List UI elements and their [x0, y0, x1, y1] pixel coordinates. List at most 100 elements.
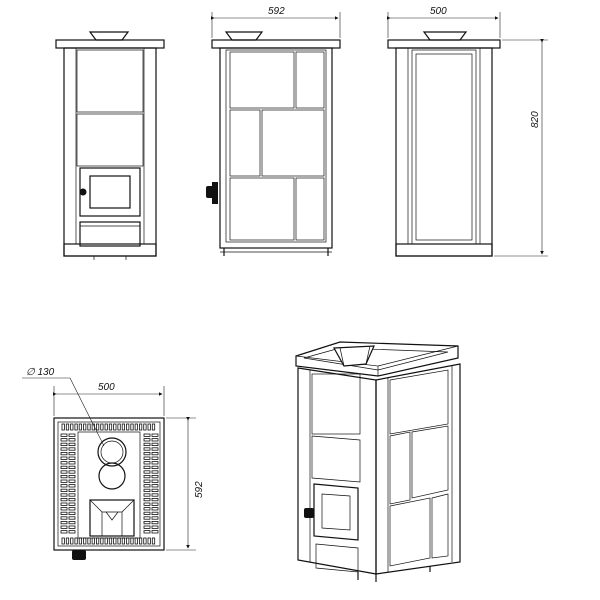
vent-slot	[91, 537, 95, 545]
vent-slot	[68, 433, 76, 437]
vent-slot	[60, 479, 68, 483]
dimension-label-500-plan: 500	[98, 382, 115, 393]
vent-slot	[68, 488, 76, 493]
vent-slot	[143, 470, 151, 474]
vent-slot	[143, 502, 151, 506]
vent-slot	[68, 516, 76, 520]
vent-slot	[74, 537, 78, 545]
top-view	[53, 417, 165, 560]
dimension-label-592-plan: 592	[194, 481, 205, 498]
vent-slot	[143, 493, 151, 497]
vent-slot	[151, 423, 156, 431]
vent-slot	[151, 537, 156, 545]
vent-slot	[151, 511, 159, 516]
vent-slot	[68, 507, 76, 511]
vent-slot	[60, 456, 68, 460]
vent-slot	[121, 537, 125, 545]
vent-slot	[78, 537, 82, 545]
vent-slot	[143, 461, 151, 465]
vent-slot	[143, 438, 151, 442]
vent-slot	[143, 456, 151, 460]
vent-slot	[87, 423, 91, 431]
vent-slot	[60, 438, 68, 442]
vent-slot	[60, 465, 68, 470]
vent-slot	[151, 438, 159, 442]
vent-slot	[108, 537, 113, 545]
dimension-chimney: ∅ 130	[22, 367, 105, 447]
isometric-view	[295, 341, 461, 582]
vent-slot	[143, 447, 151, 451]
vent-slot	[134, 537, 138, 545]
vent-slot	[138, 423, 143, 431]
vent-slot	[60, 447, 68, 451]
vent-slot	[68, 511, 76, 516]
vent-slot	[143, 521, 151, 525]
vent-slot	[68, 465, 76, 470]
vent-slot	[143, 507, 151, 511]
dimension-label-500-top: 500	[430, 6, 447, 17]
vent-slot	[151, 465, 159, 470]
vent-slot	[113, 537, 117, 545]
vent-slot	[151, 493, 159, 497]
vent-slot	[68, 502, 76, 506]
vent-slot	[100, 537, 104, 545]
vent-slot	[151, 442, 159, 447]
vent-slot	[130, 423, 134, 431]
vent-slot	[60, 493, 68, 497]
vent-slot	[96, 537, 100, 545]
vent-slot	[151, 521, 159, 525]
vent-slot	[60, 451, 68, 456]
vent-slot	[70, 423, 74, 431]
vent-slot	[143, 442, 151, 447]
vent-slot	[143, 479, 151, 483]
vent-slot	[87, 537, 91, 545]
vent-slot	[68, 521, 76, 525]
vent-slot	[68, 461, 76, 465]
vent-slot	[61, 537, 65, 545]
vent-slot	[60, 442, 68, 447]
vent-slot	[68, 470, 76, 474]
side-view-left	[206, 31, 341, 256]
vent-slot	[104, 423, 108, 431]
vent-slot	[138, 537, 143, 545]
vent-slot	[68, 484, 76, 488]
vent-slot	[151, 488, 159, 493]
vent-slot	[74, 423, 78, 431]
vent-slot	[68, 530, 76, 534]
vent-slot	[151, 525, 159, 529]
dimension-front-width: 592	[211, 6, 341, 38]
vent-slot	[151, 461, 159, 465]
vent-slot	[60, 497, 68, 502]
vent-slot	[151, 474, 159, 479]
vent-slot	[60, 502, 68, 506]
vent-slot	[143, 484, 151, 488]
vent-slot	[60, 461, 68, 465]
vent-slot	[60, 511, 68, 516]
vent-slot	[70, 537, 74, 545]
vent-slot	[151, 451, 159, 456]
vent-slot	[143, 488, 151, 493]
door-handle-icon	[79, 188, 87, 196]
vent-slot	[60, 474, 68, 479]
vent-slot	[143, 537, 147, 545]
vent-slot	[143, 474, 151, 479]
vent-slot	[151, 497, 159, 502]
vent-slot	[113, 423, 117, 431]
vent-slot	[60, 521, 68, 525]
dimension-label-820: 820	[530, 111, 541, 128]
vent-slot	[83, 537, 87, 545]
vent-slot	[147, 537, 151, 545]
vent-slot	[143, 433, 151, 437]
dimension-side-depth: 500	[387, 6, 501, 38]
vent-slot	[68, 497, 76, 502]
vent-slot	[68, 456, 76, 460]
dimension-label-592: 592	[268, 6, 285, 17]
vent-slot	[96, 423, 100, 431]
vent-slot	[117, 537, 121, 545]
vent-slot	[68, 451, 76, 456]
dimension-top-width: 500	[53, 382, 165, 416]
dimension-label-chimney: ∅ 130	[26, 367, 55, 378]
vent-slot	[104, 537, 108, 545]
vent-slot	[121, 423, 125, 431]
